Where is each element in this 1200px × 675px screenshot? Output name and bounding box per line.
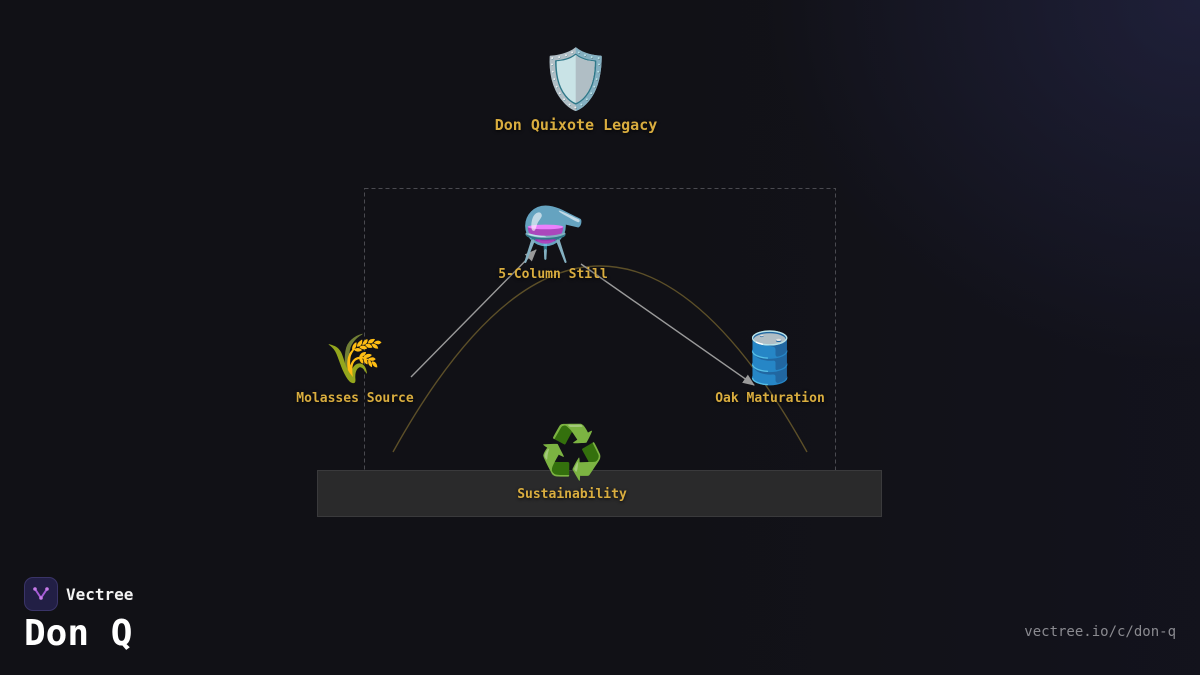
arrow-still-to-oak (580, 263, 755, 386)
page-title: Don Q (24, 613, 133, 654)
base-bar (317, 470, 882, 517)
node-label: 5-Column Still (498, 267, 608, 282)
node-label: Sustainability (517, 487, 627, 502)
node-5-column-still: ⚗️ 5-Column Still (473, 209, 633, 282)
node-oak-maturation: 🛢️ Oak Maturation (690, 333, 850, 406)
footer-url[interactable]: vectree.io/c/don-q (1024, 624, 1176, 640)
alembic-icon: ⚗️ (520, 205, 586, 265)
node-sustainability: ♻️ Sustainability (492, 427, 652, 502)
vectree-logo-icon (24, 577, 58, 611)
barrel-icon: 🛢️ (738, 329, 802, 387)
shield-icon: 🛡️ (539, 45, 613, 113)
arrow-molasses-to-still (410, 249, 537, 378)
recycle-icon: ♻️ (539, 423, 605, 483)
node-don-quixote-legacy: 🛡️ Don Quixote Legacy (476, 50, 676, 134)
sheaf-of-rice-icon: 🌾 (325, 331, 385, 387)
node-label: Molasses Source (296, 391, 414, 406)
node-label: Don Quixote Legacy (494, 116, 658, 134)
brand-block: Vectree Don Q (24, 577, 133, 654)
brand-name: Vectree (66, 584, 134, 604)
brand-row: Vectree (24, 577, 133, 611)
node-molasses-source: 🌾 Molasses Source (275, 335, 435, 406)
arc-curve (392, 265, 808, 453)
node-label: Oak Maturation (715, 391, 825, 406)
